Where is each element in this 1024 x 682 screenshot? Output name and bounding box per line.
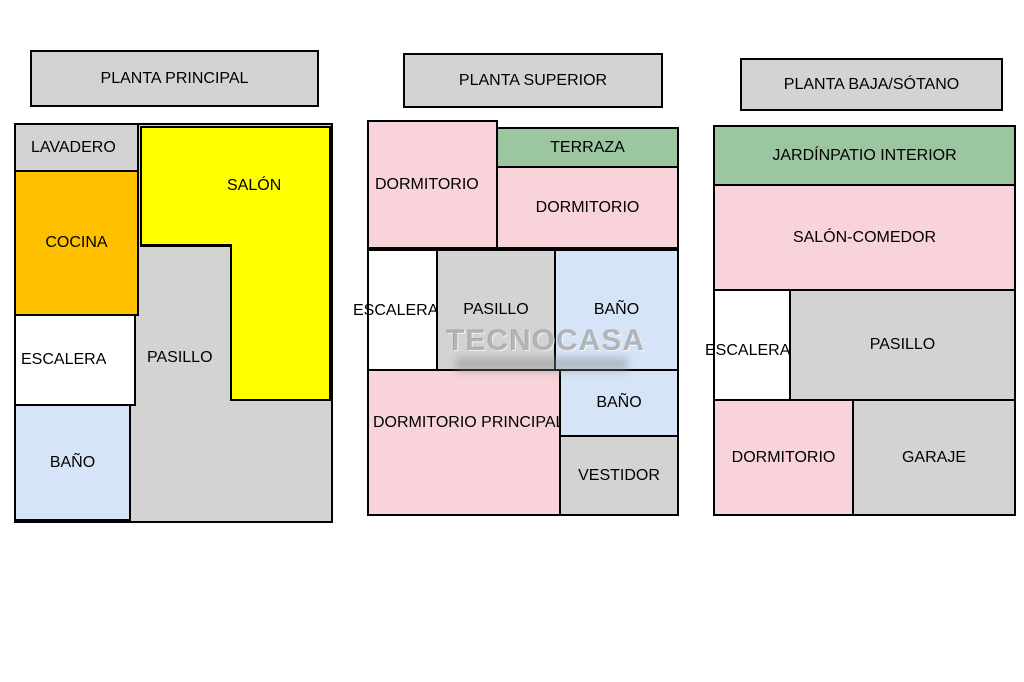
room-dormitorio-principal: DORMITORIO PRINCIPAL [367,369,561,516]
plan-title-superior-label: PLANTA SUPERIOR [458,71,608,89]
room-vestidor-label: VESTIDOR [578,466,660,484]
room-salon-comedor: SALÓN-COMEDOR [713,184,1016,291]
room-terraza-label: TERRAZA [550,138,625,156]
room-dormitorio-baja-label: DORMITORIO [731,448,836,466]
room-bano-principal-label: BAÑO [49,453,96,471]
room-escalera-principal-label: ESCALERA [21,351,107,368]
room-escalera-baja [713,289,791,401]
room-dormitorio-izq: DORMITORIO [367,120,498,249]
room-pasillo-principal-label: PASILLO [147,349,213,366]
room-bano-suite-label: BAÑO [596,394,642,411]
room-escalera-principal: ESCALERA [14,314,136,406]
room-garaje: GARAJE [852,399,1016,516]
room-lavadero-label: LAVADERO [31,138,116,156]
room-dormitorio-baja: DORMITORIO [713,399,854,516]
room-escalera-superior-label: ESCALERA [353,302,439,319]
plan-title-baja-sotano: PLANTA BAJA/SÓTANO [740,58,1003,111]
tecnocasa-watermark-blur-bar [456,357,628,372]
plan-title-principal-label: PLANTA PRINCIPAL [100,69,249,87]
room-terraza: TERRAZA [496,127,679,168]
room-salon-upper [140,126,331,246]
room-salon-label: SALÓN [227,177,282,194]
room-salon-comedor-label: SALÓN-COMEDOR [792,228,937,246]
plan-title-principal: PLANTA PRINCIPAL [30,50,319,107]
room-escalera-baja-label: ESCALERA [705,342,791,359]
room-bano-principal: BAÑO [14,404,131,521]
wall-salon-notch [140,244,232,247]
room-pasillo-superior-label: PASILLO [463,301,529,318]
room-bano-suite: BAÑO [559,369,679,437]
plan-title-superior: PLANTA SUPERIOR [403,53,663,108]
room-lavadero: LAVADERO [14,123,139,172]
room-pasillo-baja: PASILLO [789,289,1016,401]
room-salon-lower [230,244,331,401]
room-dormitorio-der-label: DORMITORIO [535,198,640,216]
room-jardin-patio-label: JARDÍNPATIO INTERIOR [772,146,957,164]
room-cocina-label: COCINA [45,234,108,251]
room-vestidor: VESTIDOR [559,435,679,516]
tecnocasa-watermark: TECNOCASA [446,324,646,357]
room-pasillo-baja-label: PASILLO [869,336,936,353]
room-bano-grande-label: BAÑO [593,301,640,318]
room-dormitorio-principal-label: DORMITORIO PRINCIPAL [373,414,561,431]
room-dormitorio-izq-label: DORMITORIO [375,175,479,193]
room-jardin-patio: JARDÍNPATIO INTERIOR [713,125,1016,186]
room-escalera-superior [367,249,438,371]
room-bano-grande: BAÑO [554,249,679,371]
room-garaje-label: GARAJE [901,448,966,466]
room-cocina: COCINA [14,170,139,316]
plan-title-baja-sotano-label: PLANTA BAJA/SÓTANO [783,75,960,93]
room-dormitorio-der: DORMITORIO [496,166,679,249]
